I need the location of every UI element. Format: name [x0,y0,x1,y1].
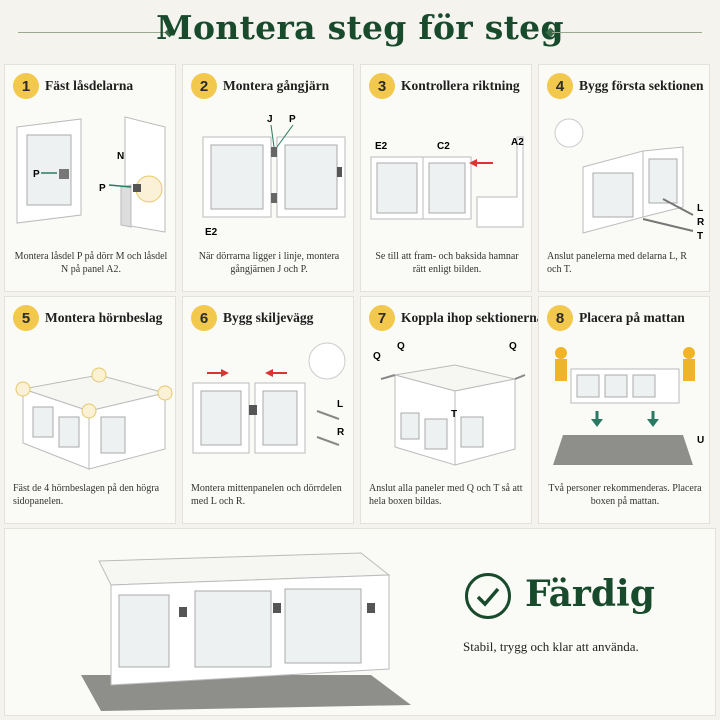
label-p: P [33,169,40,180]
page-title: Montera steg för steg [156,8,564,47]
step-7-illustration: Q Q Q T [373,341,526,466]
step-description: Anslut alla paneler med Q och T så att h… [369,483,523,507]
step-2-card: 2 Montera gångjärn J P E2 När dörrarna li… [182,64,354,292]
step-3-card: 3 Kontrollera riktning E2 C2 A2 Se till a… [360,64,532,292]
step-4-illustration: L R T [554,118,705,242]
label-q: Q [373,351,381,362]
step-number-badge: 8 [547,305,573,331]
step-6-illustration: L R [192,342,346,454]
label-q: Q [509,341,517,352]
step-2-illustration: J P E2 [202,114,346,238]
label-p: P [99,183,106,194]
step-3-illustration: E2 C2 A2 [370,136,524,228]
step-8-card: 8 Placera på mattan U Två personer rekomm… [538,296,710,524]
step-title: Placera på mattan [579,310,685,325]
step-number-badge: 5 [13,305,39,331]
step-title: Fäst låsdelarna [45,78,134,93]
label-j: J [267,114,273,125]
step-number-badge: 4 [547,73,573,99]
step-description: Montera låsdel P på dörr M och låsdel N … [14,251,168,275]
step-number-badge: 6 [191,305,217,331]
step-number-badge: 7 [369,305,395,331]
step-number-badge: 3 [369,73,395,99]
label-n: N [117,151,124,162]
label-u: U [697,435,704,446]
label-r: R [337,427,345,438]
step-description: Montera mittenpanelen och dörrdelen med … [191,483,342,507]
step-1-illustration: P N P [16,116,166,233]
label-c2: C2 [437,141,450,152]
step-title: Montera gångjärn [223,78,330,93]
checkmark-icon [465,573,511,619]
label-e2: E2 [205,227,218,238]
step-title: Montera hörnbeslag [45,310,163,325]
step-title: Bygg skiljevägg [223,310,314,325]
step-4-card: 4 Bygg första sektionen L R T Anslut pane… [538,64,710,292]
step-8-illustration: U [553,347,704,465]
step-description: Anslut panelerna med delarna L, R och T. [547,251,687,275]
step-7-card: 7 Koppla ihop sektionerna Q Q Q T Anslut … [360,296,544,524]
label-t: T [451,409,457,420]
label-r: R [697,217,705,228]
label-t: T [697,231,703,242]
step-title: Bygg första sektionen [579,78,704,93]
label-a2: A2 [511,137,524,148]
step-number-badge: 1 [13,73,39,99]
step-description: Se till att fram- och baksida hamnar rät… [375,251,519,275]
label-p: P [289,114,296,125]
step-description: När dörrarna ligger i linje, montera gån… [198,251,340,275]
label-l: L [337,399,343,410]
final-subtitle: Stabil, trygg och klar att använda. [463,639,639,654]
title-deco-right [552,32,702,33]
step-number-badge: 2 [191,73,217,99]
final-section: Färdig Stabil, trygg och klar att använd… [4,528,716,716]
step-1-card: 1 Fäst låsdelarna P N P Montera låsdel P … [4,64,176,292]
step-description: Två personer rekommenderas. Placera boxe… [548,483,702,507]
step-5-card: 5 Montera hörnbeslag Fäst de 4 hörnbeslag… [4,296,176,524]
step-5-illustration [15,367,173,470]
step-description: Fäst de 4 hörnbeslagen på den högra sido… [13,483,160,507]
label-l: L [697,203,703,214]
step-6-card: 6 Bygg skiljevägg L R Montera mittenpanel… [182,296,354,524]
label-e2: E2 [375,141,388,152]
title-deco-left [18,32,168,33]
finished-playpen-illustration [81,552,411,711]
step-title: Kontrollera riktning [401,78,520,93]
final-title: Färdig [525,573,655,615]
step-title: Koppla ihop sektionerna [401,310,544,325]
label-q: Q [397,341,405,352]
